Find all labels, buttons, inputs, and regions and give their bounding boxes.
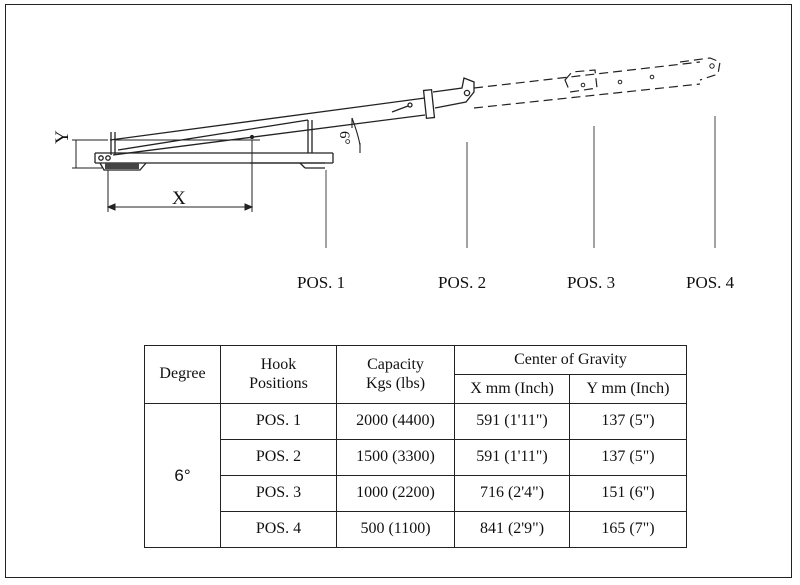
row-y: 151 (6") <box>568 475 688 512</box>
row-y: 137 (5") <box>568 439 688 476</box>
header-capacity-line2: Kgs (lbs) <box>365 374 426 392</box>
row-x: 591 (1'11") <box>454 403 570 440</box>
header-degree: Degree <box>144 345 221 404</box>
table-row: POS. 4 500 (1100) 841 (2'9") 165 (7") <box>145 511 688 548</box>
row-y: 165 (7") <box>568 511 688 548</box>
position-lines <box>325 116 716 248</box>
header-y: Y mm (Inch) <box>568 374 688 404</box>
header-hook-line1: Hook <box>260 356 297 374</box>
row-y: 137 (5") <box>568 403 688 440</box>
header-capacity: Capacity Kgs (lbs) <box>336 345 455 404</box>
position-label-1: POS. 1 <box>297 273 346 292</box>
extension-holes <box>580 63 715 88</box>
row-position: POS. 1 <box>220 403 337 440</box>
row-x: 841 (2'9") <box>454 511 570 548</box>
x-dimension-label: X <box>172 188 186 209</box>
boom-extension-dashed <box>473 57 721 109</box>
row-position: POS. 2 <box>220 439 337 476</box>
row-x: 716 (2'4") <box>454 475 570 512</box>
position-label-3: POS. 3 <box>567 273 616 292</box>
header-x: X mm (Inch) <box>454 374 570 404</box>
header-capacity-line1: Capacity <box>367 356 424 374</box>
row-capacity: 1500 (3300) <box>336 439 455 476</box>
row-position: POS. 3 <box>220 475 337 512</box>
row-capacity: 2000 (4400) <box>336 403 455 440</box>
header-center-of-gravity: Center of Gravity <box>453 345 688 375</box>
position-label-4: POS. 4 <box>686 273 735 292</box>
boom-solid <box>109 77 475 156</box>
angle-label: 6° <box>336 131 352 145</box>
y-dimension-label: Y <box>52 130 73 144</box>
table-row: 6° POS. 1 2000 (4400) 591 (1'11") 137 (5… <box>144 403 688 548</box>
row-capacity: 1000 (2200) <box>336 475 455 512</box>
drawing-frame <box>5 4 792 578</box>
row-capacity: 500 (1100) <box>336 511 455 548</box>
y-dimension <box>72 139 260 169</box>
x-dimension <box>106 140 254 212</box>
table-row: POS. 2 1500 (3300) 591 (1'11") 137 (5") <box>145 439 688 476</box>
base-frame <box>94 152 334 171</box>
angle-indicator <box>351 117 361 153</box>
degree-value: 6° <box>144 403 221 548</box>
capacity-table: Degree Hook Positions Capacity Kgs (lbs)… <box>144 345 688 548</box>
posts <box>110 120 313 155</box>
table-row: POS. 3 1000 (2200) 716 (2'4") 151 (6") <box>145 475 688 512</box>
position-label-2: POS. 2 <box>438 273 487 292</box>
row-position: POS. 4 <box>220 511 337 548</box>
row-x: 591 (1'11") <box>454 439 570 476</box>
header-hook-positions: Hook Positions <box>220 345 337 404</box>
header-hook-line2: Positions <box>249 374 308 392</box>
